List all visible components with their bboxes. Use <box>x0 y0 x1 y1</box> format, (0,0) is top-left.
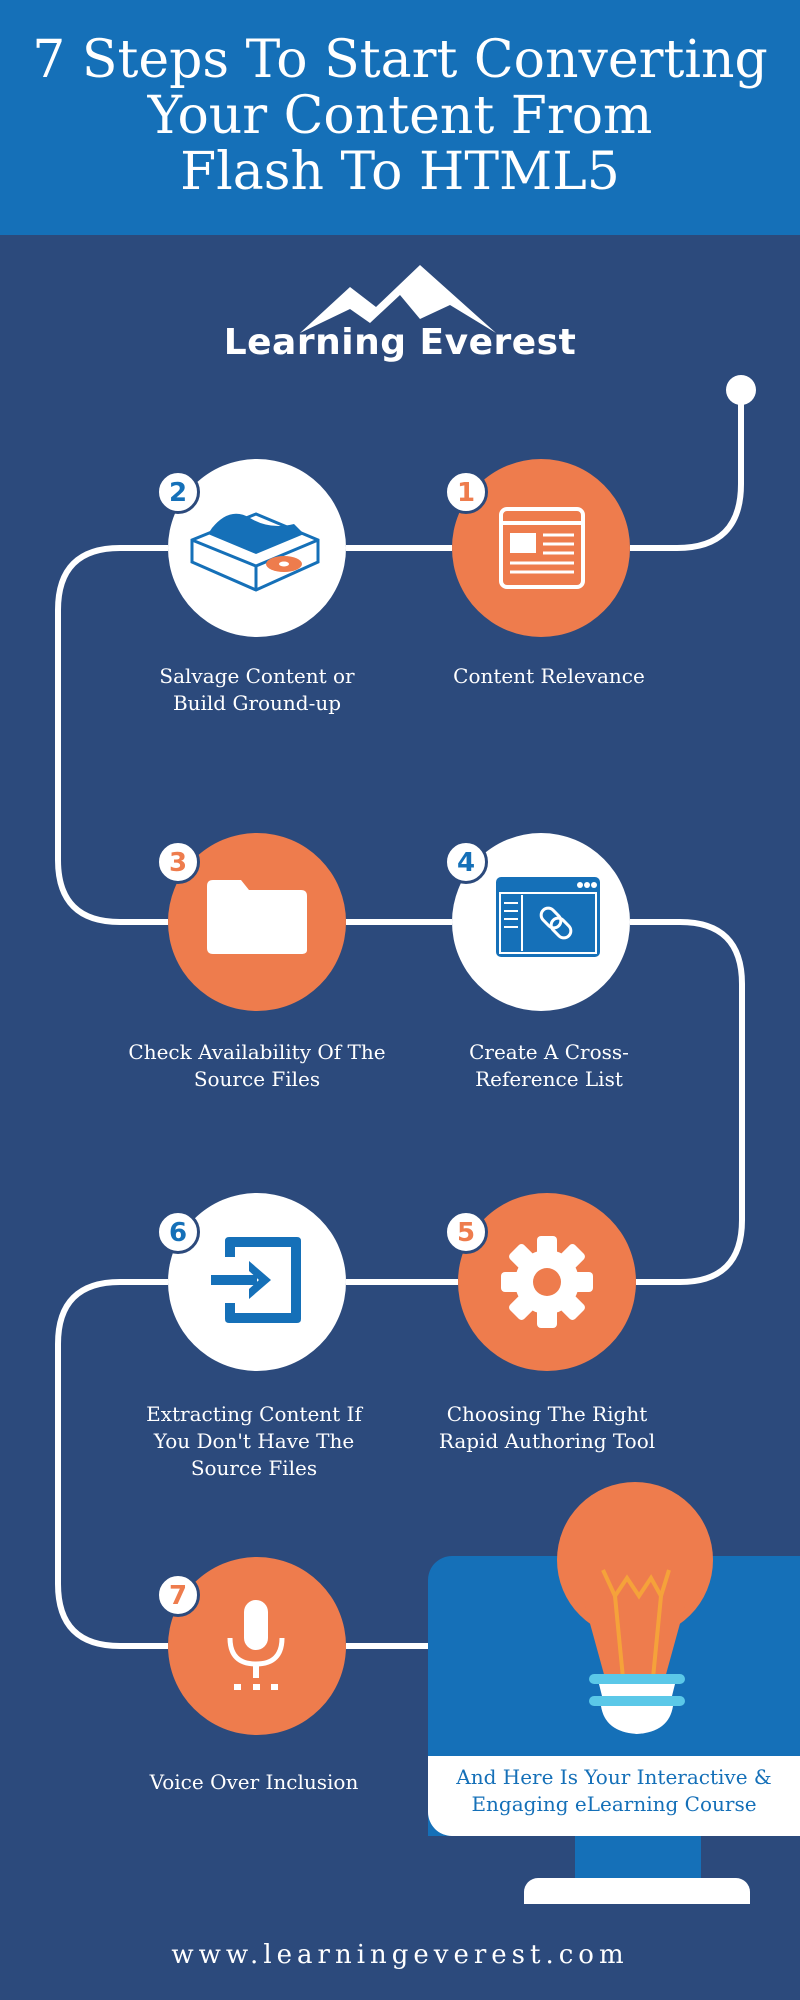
step-4-badge: 4 <box>444 840 488 884</box>
page-title: 7 Steps To Start Converting Your Content… <box>0 32 800 200</box>
footer-url-link[interactable]: www.learningeverest.com <box>171 1940 629 1970</box>
step-3-caption: Check Availability Of The Source Files <box>107 1039 407 1093</box>
caption-line: Reference List <box>475 1067 623 1091</box>
final-message: And Here Is Your Interactive & Engaging … <box>428 1764 800 1818</box>
step-7-badge: 7 <box>156 1573 200 1617</box>
caption-line: Source Files <box>193 1067 321 1091</box>
title-line: 7 Steps To Start Converting <box>32 30 768 90</box>
caption-line: Build Ground-up <box>172 691 342 715</box>
caption-line: Content Relevance <box>453 664 645 688</box>
final-line: And Here Is Your Interactive & <box>456 1765 772 1789</box>
step-1-caption: Content Relevance <box>399 663 699 690</box>
step-6-badge: 6 <box>156 1210 200 1254</box>
caption-line: Salvage Content or <box>159 664 355 688</box>
step-4-caption: Create A Cross- Reference List <box>399 1039 699 1093</box>
caption-line: Source Files <box>190 1456 318 1480</box>
monitor-caption-bar <box>428 1756 800 1836</box>
caption-line: Voice Over Inclusion <box>149 1770 359 1794</box>
title-line: Your Content From <box>147 86 653 146</box>
step-5-badge: 5 <box>444 1210 488 1254</box>
caption-line: Create A Cross- <box>469 1040 629 1064</box>
mountain-logo-icon <box>300 265 496 333</box>
title-line: Flash To HTML5 <box>180 142 620 202</box>
step-2-badge: 2 <box>156 470 200 514</box>
step-3-badge: 3 <box>156 840 200 884</box>
step-7-caption: Voice Over Inclusion <box>104 1769 404 1796</box>
monitor-neck <box>575 1836 701 1880</box>
microphone-icon <box>227 1600 285 1690</box>
caption-line: Extracting Content If <box>146 1402 362 1426</box>
header-banner <box>0 0 800 235</box>
lightbulb-icon <box>557 1482 713 1734</box>
caption-line: Check Availability Of The <box>128 1040 386 1064</box>
step-6-caption: Extracting Content If You Don't Have The… <box>104 1401 404 1482</box>
caption-line: Rapid Authoring Tool <box>438 1429 656 1453</box>
final-line: Engaging eLearning Course <box>471 1792 757 1816</box>
step-1-badge: 1 <box>444 470 488 514</box>
caption-line: Choosing The Right <box>446 1402 648 1426</box>
folder-icon <box>207 880 307 954</box>
disc-drive-icon <box>190 512 320 592</box>
monitor-base <box>524 1878 750 1904</box>
document-icon <box>499 507 585 589</box>
gear-icon <box>501 1236 593 1328</box>
step-2-caption: Salvage Content or Build Ground-up <box>107 663 407 717</box>
import-arrow-icon <box>211 1237 301 1323</box>
step-5-caption: Choosing The Right Rapid Authoring Tool <box>397 1401 697 1455</box>
caption-line: You Don't Have The <box>153 1429 355 1453</box>
logo-text: Learning Everest <box>223 322 577 363</box>
browser-link-icon <box>496 877 600 957</box>
